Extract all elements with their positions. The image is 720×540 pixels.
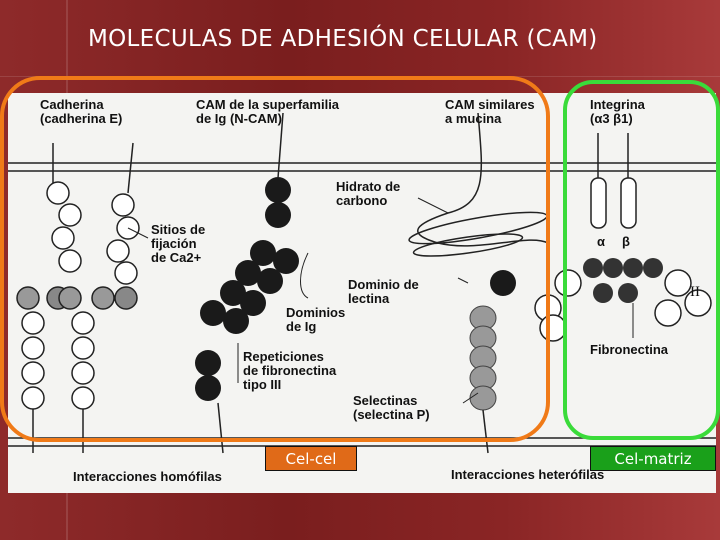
label-heterofilas: Interacciones heterófilas [451, 467, 605, 482]
label-integrina: Integrina (α3 β1) [590, 97, 645, 126]
cell-matrix-highlight [563, 80, 720, 440]
label-alpha: α [597, 234, 605, 249]
label-selectinas: Selectinas (selectina P) [353, 393, 430, 422]
label-roman: II [690, 284, 700, 300]
label-cadherina: Cadherina (cadherina E) [40, 97, 123, 126]
ncam-stems [217, 112, 284, 454]
ncam-ig-domains [195, 177, 516, 401]
label-dominio-lectina: Dominio de lectina [348, 277, 419, 306]
integrin-subunits [590, 133, 637, 229]
integrin-head [583, 258, 663, 303]
label-cam-ig: CAM de la superfamilia de Ig (N-CAM) [196, 97, 340, 126]
label-hidrato: Hidrato de carbono [336, 179, 401, 208]
cadherin-chains [16, 181, 140, 410]
cam-diagram [8, 112, 716, 454]
label-sitios: Sitios de fijación de Ca2+ [151, 222, 206, 265]
cel-cel-box: Cel-cel [265, 446, 357, 471]
label-dominios-ig: Dominios de Ig [286, 305, 346, 334]
cell-cell-highlight [0, 76, 550, 442]
mucin-stalk [408, 112, 549, 257]
label-fibronectina: Fibronectina [590, 342, 669, 357]
selectin-column [469, 305, 497, 411]
cel-matriz-box: Cel-matriz [590, 446, 716, 471]
selectin-stem [482, 409, 489, 454]
label-homofilas: Interacciones homófilas [73, 469, 222, 484]
diagram-panel: Cadherina (cadherina E) CAM de la superf… [8, 93, 716, 493]
label-beta: β [622, 234, 630, 249]
leader-lines [127, 197, 634, 404]
label-repeticiones: Repeticiones de fibronectina tipo III [243, 349, 337, 392]
slide-title: MOLECULAS DE ADHESIÓN CELULAR (CAM) [88, 26, 598, 52]
